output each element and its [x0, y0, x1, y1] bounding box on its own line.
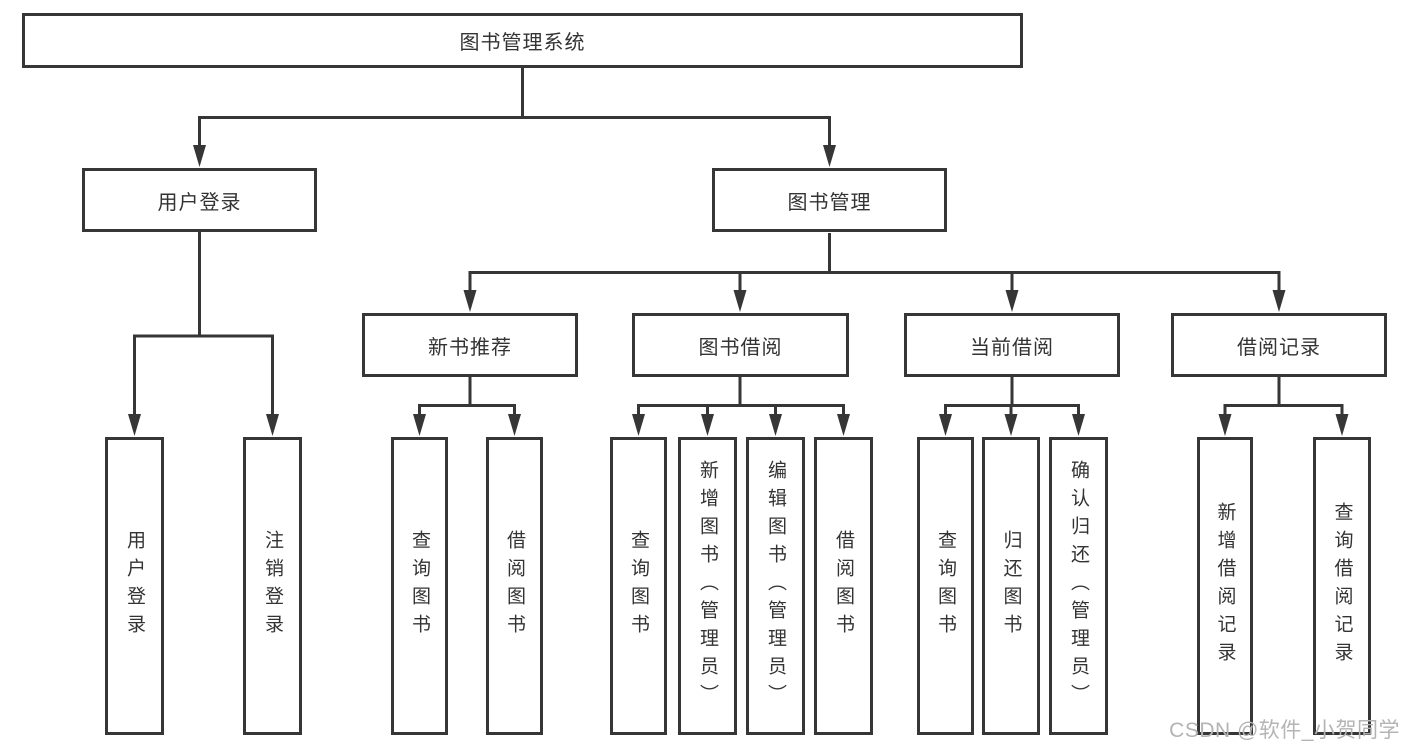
node-new-book-recommend: 新书推荐 [362, 313, 578, 377]
node-borrowing-records-label: 借阅记录 [1237, 336, 1321, 359]
node-confirm-return-admin-label: 确认归还（管理员） [1068, 460, 1089, 712]
arrowheads [128, 145, 1349, 436]
node-query-books-current: 查询图书 [917, 437, 974, 735]
node-query-books-borrowing-label: 查询图书 [628, 530, 649, 642]
node-current-borrowing-label: 当前借阅 [970, 336, 1054, 359]
node-edit-books-admin-label: 编辑图书（管理员） [765, 460, 786, 712]
node-user-login: 用户登录 [82, 168, 317, 232]
node-borrowing-records: 借阅记录 [1171, 313, 1387, 377]
node-return-books-label: 归还图书 [1000, 530, 1022, 642]
node-borrow-books-borrowing-label: 借阅图书 [833, 530, 854, 642]
node-return-books: 归还图书 [982, 437, 1040, 735]
node-query-borrow-record-label: 查询借阅记录 [1331, 502, 1353, 670]
node-new-book-recommend-label: 新书推荐 [428, 336, 512, 359]
node-edit-books-admin: 编辑图书（管理员） [746, 437, 805, 735]
node-user-login-leaf: 用户登录 [105, 437, 164, 735]
node-book-borrowing: 图书借阅 [632, 313, 849, 377]
node-add-borrow-record: 新增借阅记录 [1197, 437, 1253, 735]
node-query-books-recommend: 查询图书 [391, 437, 448, 735]
node-borrow-books-borrowing: 借阅图书 [814, 437, 873, 735]
node-borrow-books-recommend: 借阅图书 [486, 437, 543, 735]
node-query-books-borrowing: 查询图书 [610, 437, 667, 735]
node-query-books-recommend-label: 查询图书 [409, 530, 430, 642]
node-root-label: 图书管理系统 [459, 32, 586, 54]
node-book-management: 图书管理 [712, 168, 947, 232]
node-logout-label: 注销登录 [262, 530, 283, 642]
node-user-login-label: 用户登录 [157, 191, 242, 214]
node-root: 图书管理系统 [22, 13, 1023, 68]
node-borrow-books-recommend-label: 借阅图书 [504, 530, 525, 642]
node-add-borrow-record-label: 新增借阅记录 [1214, 502, 1236, 670]
node-logout: 注销登录 [243, 437, 302, 735]
node-book-borrowing-label: 图书借阅 [698, 336, 783, 359]
csdn-watermark: CSDN @软件_小贺同学 [1169, 719, 1400, 742]
node-add-books-admin-label: 新增图书（管理员） [697, 460, 718, 712]
node-current-borrowing: 当前借阅 [904, 313, 1120, 377]
node-query-borrow-record: 查询借阅记录 [1313, 437, 1371, 735]
node-confirm-return-admin: 确认归还（管理员） [1049, 437, 1108, 735]
node-user-login-leaf-label: 用户登录 [124, 530, 145, 642]
node-query-books-current-label: 查询图书 [935, 530, 956, 642]
node-add-books-admin: 新增图书（管理员） [678, 437, 737, 735]
node-book-management-label: 图书管理 [787, 191, 872, 214]
